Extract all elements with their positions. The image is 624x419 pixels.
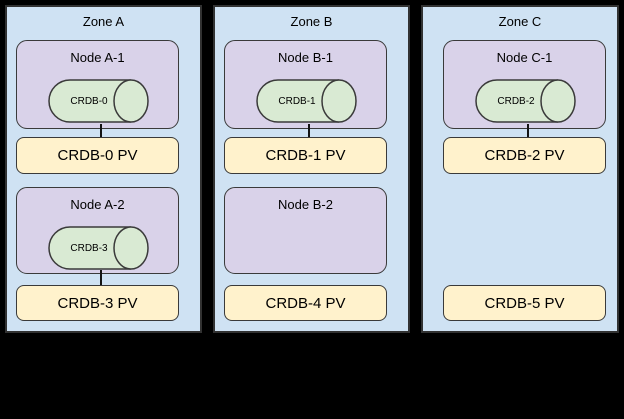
node-b2: Node B-2 [224,187,387,274]
zone-a: Zone A Node A-1 CRDB-0 CRDB-0 PV Node A-… [5,5,202,333]
node-b2-title: Node B-2 [278,197,333,212]
crdb-3-pod-label: CRDB-3 [70,242,108,254]
node-b1: Node B-1 CRDB-1 [224,40,387,129]
crdb-0-pod-cylinder-icon: CRDB-0 [47,78,154,124]
zone-c: Zone C Node C-1 CRDB-2 CRDB-2 PV CRDB-5 … [421,5,619,333]
pv-crdb-5-label: CRDB-5 PV [484,294,565,312]
pv-crdb-4: CRDB-4 PV [224,285,387,321]
pv-crdb-5: CRDB-5 PV [443,285,606,321]
pv-crdb-1: CRDB-1 PV [224,137,387,174]
pv-crdb-2: CRDB-2 PV [443,137,606,174]
zone-c-title: Zone C [498,14,542,29]
zone-a-title: Zone A [82,14,125,29]
node-c1: Node C-1 CRDB-2 [443,40,606,129]
node-a1-title: Node A-1 [70,50,125,65]
pv-crdb-0: CRDB-0 PV [16,137,179,174]
crdb-0-pod-label: CRDB-0 [70,95,108,107]
zone-b: Zone B Node B-1 CRDB-1 CRDB-1 PV Node B-… [213,5,410,333]
connector-crdb3-to-pv [100,270,102,285]
node-a2-title: Node A-2 [70,197,125,212]
pv-crdb-3-label: CRDB-3 PV [57,294,138,312]
zone-b-title: Zone B [290,14,333,29]
crdb-1-pod-cylinder-icon: CRDB-1 [255,78,362,124]
crdb-1-pod-label: CRDB-1 [278,95,316,107]
connector-crdb2-to-pv [527,124,529,138]
pv-crdb-0-label: CRDB-0 PV [57,147,138,164]
pv-crdb-3: CRDB-3 PV [16,285,179,321]
node-b1-title: Node B-1 [278,50,333,65]
crdb-2-pod-label: CRDB-2 [497,95,535,107]
node-a2: Node A-2 CRDB-3 [16,187,179,274]
node-c1-title: Node C-1 [496,50,553,65]
connector-crdb0-to-pv [100,124,102,138]
pv-crdb-1-label: CRDB-1 PV [265,147,346,164]
node-a1: Node A-1 CRDB-0 [16,40,179,129]
crdb-3-pod-cylinder-icon: CRDB-3 [47,225,154,271]
pv-crdb-4-label: CRDB-4 PV [265,294,346,312]
connector-crdb1-to-pv [308,124,310,138]
pv-crdb-2-label: CRDB-2 PV [484,147,565,164]
crdb-2-pod-cylinder-icon: CRDB-2 [474,78,581,124]
